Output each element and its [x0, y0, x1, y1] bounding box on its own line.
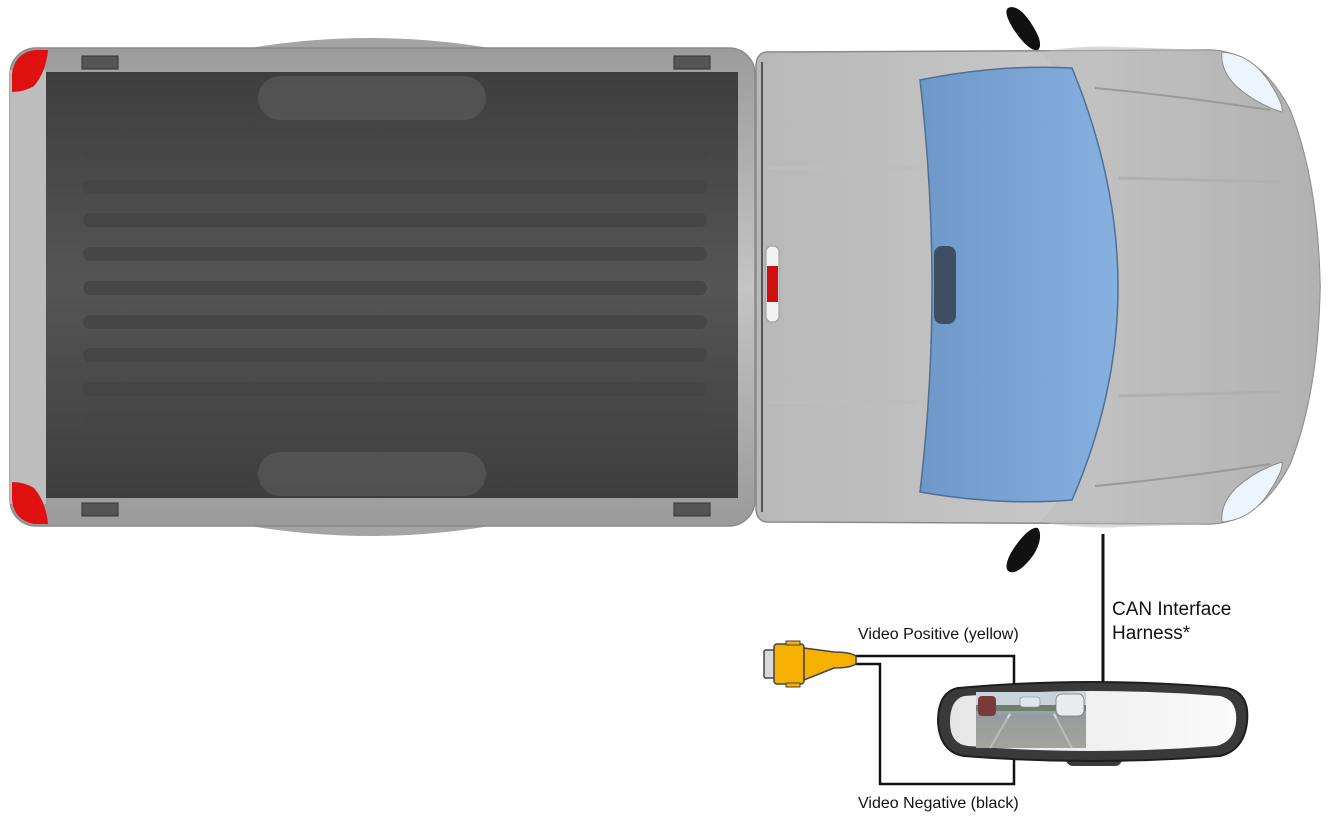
video-negative-label: Video Negative (black) — [858, 795, 1019, 812]
video-negative-wire — [856, 662, 1016, 786]
side-mirror-bottom — [1006, 527, 1041, 573]
video-positive-label: Video Positive (yellow) — [858, 626, 1019, 643]
truck-cab — [755, 46, 1321, 528]
tail-light-top — [12, 50, 48, 92]
truck-bed — [9, 38, 756, 536]
side-mirror-top — [1006, 7, 1041, 51]
video-positive-wire — [856, 654, 1016, 692]
tail-light-bottom — [12, 482, 48, 524]
rca-connector-icon — [763, 640, 857, 688]
can-harness-label-line1: CAN Interface — [1112, 599, 1232, 620]
can-harness-label-line2: Harness* — [1112, 623, 1191, 644]
rearview-mirror-icon — [936, 681, 1249, 766]
